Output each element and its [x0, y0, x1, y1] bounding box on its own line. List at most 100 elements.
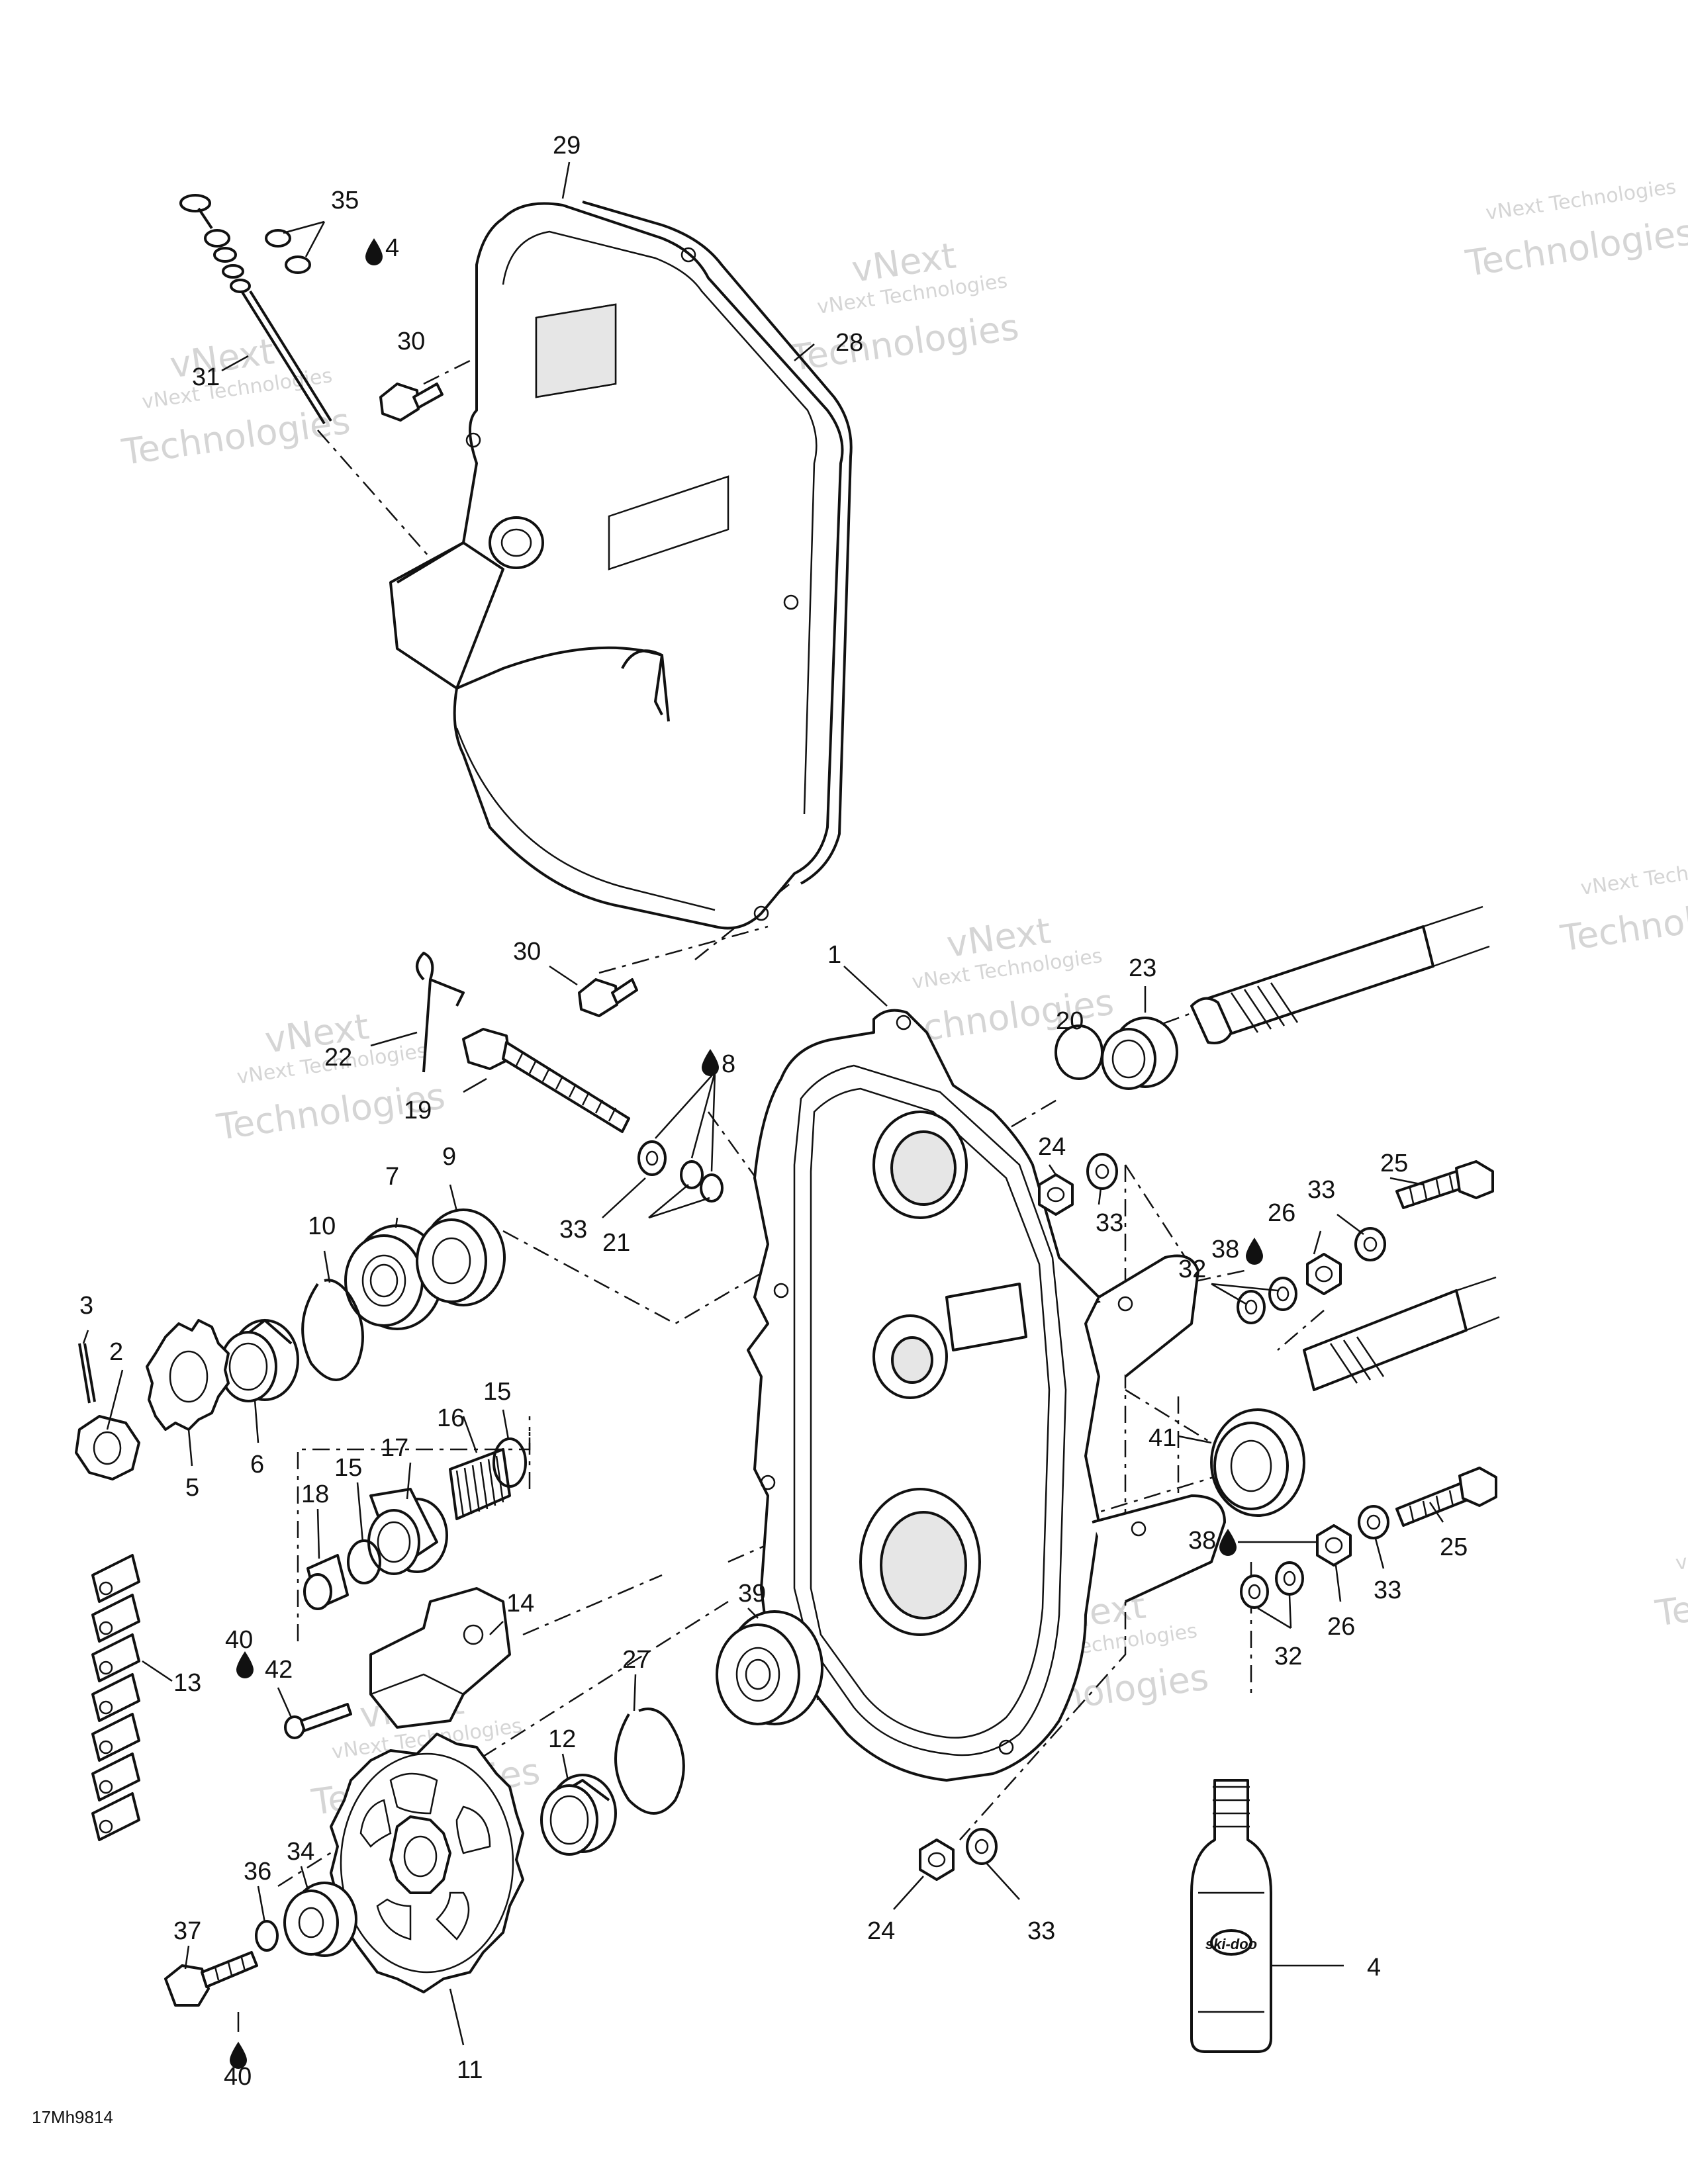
needle-bearing: [449, 1437, 527, 1520]
callout-7: 7: [385, 1163, 399, 1191]
callout-33: 33: [559, 1216, 587, 1244]
cover-bolt: [578, 978, 638, 1017]
bushing: [303, 1554, 349, 1610]
adjuster-bolt: [462, 1028, 630, 1133]
callout-41: 41: [1149, 1424, 1176, 1452]
callout-23: 23: [1129, 954, 1156, 982]
callout-30: 30: [513, 938, 541, 966]
bearing: [344, 1224, 444, 1330]
o-ring: [1055, 1024, 1103, 1080]
lubricant-drop-icon: [230, 2042, 247, 2069]
lubricant-drop-icon: [365, 238, 383, 265]
drive-shaft-lower: [1303, 1276, 1500, 1391]
sprocket-small: [146, 1319, 230, 1431]
bolt-assembly-lower: [1240, 1467, 1497, 1609]
castle-nut: [75, 1415, 140, 1480]
chaincase-housing: [747, 1009, 1226, 1782]
callout-27: 27: [622, 1646, 650, 1674]
callout-24: 24: [1038, 1133, 1066, 1161]
nut-washer: [919, 1828, 998, 1881]
sprocket-large: [330, 1733, 524, 1993]
cotter-pin: [416, 952, 465, 1073]
callout-31: 31: [192, 363, 220, 391]
callout-32: 32: [1178, 1255, 1206, 1283]
seal: [1101, 1017, 1178, 1090]
callout-29: 29: [553, 132, 581, 159]
callout-11: 11: [457, 2056, 483, 2084]
diagram-code: 17Mh9814: [32, 2107, 113, 2127]
washers: [637, 1140, 724, 1203]
oil-bottle: ski-doo: [1190, 1779, 1272, 2053]
callout-8: 8: [722, 1050, 735, 1078]
watermark-text: vNext Technologies: [1579, 850, 1688, 900]
o-rings: [265, 229, 311, 274]
callout-9: 9: [442, 1143, 456, 1171]
callout-38: 38: [1188, 1527, 1216, 1555]
callout-28: 28: [835, 329, 863, 357]
spacer: [367, 1488, 448, 1575]
drive-chain: [91, 1554, 140, 1841]
chain-tensioner: [369, 1587, 511, 1729]
callout-30: 30: [397, 328, 425, 355]
nut-washer: [1038, 1153, 1118, 1216]
callout-33: 33: [1027, 1917, 1055, 1945]
bearing: [716, 1610, 823, 1725]
callout-15: 15: [483, 1378, 511, 1406]
lubricant-drop-icon: [702, 1049, 719, 1076]
callout-25: 25: [1380, 1150, 1408, 1177]
callout-21: 21: [602, 1229, 630, 1257]
callout-37: 37: [173, 1917, 201, 1945]
callout-14: 14: [506, 1590, 534, 1617]
callout-10: 10: [308, 1212, 336, 1240]
callout-2: 2: [109, 1338, 123, 1366]
washer: [347, 1539, 381, 1584]
circlip: [614, 1707, 685, 1815]
spacer: [540, 1774, 617, 1856]
callout-25: 25: [1440, 1533, 1468, 1561]
cover-bolt: [379, 383, 444, 422]
callout-19: 19: [404, 1097, 432, 1124]
callout-12: 12: [548, 1725, 576, 1753]
callout-24: 24: [867, 1917, 895, 1945]
drive-shaft-upper: [1190, 905, 1490, 1044]
callout-15: 15: [334, 1454, 362, 1482]
bearing: [416, 1208, 506, 1306]
callout-38: 38: [1211, 1236, 1239, 1263]
callout-4: 4: [1367, 1954, 1381, 1981]
lubricant-drop-icon: [1246, 1238, 1263, 1265]
callout-6: 6: [250, 1451, 264, 1479]
watermark-text: vNext Technologies: [1674, 1525, 1688, 1575]
lubricant-drop-icon: [236, 1651, 254, 1678]
callout-22: 22: [324, 1044, 352, 1071]
callout-40: 40: [224, 2063, 252, 2091]
cotter-pin: [78, 1343, 96, 1404]
spacer: [219, 1319, 299, 1402]
callout-32: 32: [1274, 1643, 1302, 1670]
callout-13: 13: [173, 1669, 201, 1697]
oil-bottle-logo: ski-doo: [1205, 1936, 1257, 1952]
washer: [255, 1920, 279, 1952]
watermark-text: Technologies: [1558, 886, 1688, 960]
callout-18: 18: [301, 1480, 329, 1508]
leader-lines: [82, 161, 1444, 2046]
seal: [1210, 1408, 1305, 1517]
callout-4: 4: [385, 234, 399, 262]
tensioner-bolt: [284, 1703, 352, 1739]
callout-labels: 29 35 4 31 30 28 30 1 23 20 22 19 8 24 3…: [79, 132, 1468, 2091]
lubricant-drop-icon: [1219, 1529, 1237, 1556]
callout-20: 20: [1056, 1007, 1084, 1035]
dipstick: [179, 194, 332, 425]
callout-35: 35: [331, 187, 359, 214]
callout-17: 17: [381, 1434, 408, 1462]
callout-33: 33: [1096, 1209, 1123, 1237]
circlip: [301, 1279, 364, 1381]
callout-3: 3: [79, 1292, 93, 1320]
bolt-assembly-upper: [1237, 1160, 1494, 1324]
callout-33: 33: [1374, 1576, 1401, 1604]
callout-16: 16: [437, 1404, 465, 1432]
callout-34: 34: [287, 1838, 314, 1866]
callout-1: 1: [827, 941, 841, 969]
callout-33: 33: [1307, 1176, 1335, 1204]
callout-40: 40: [225, 1626, 253, 1654]
